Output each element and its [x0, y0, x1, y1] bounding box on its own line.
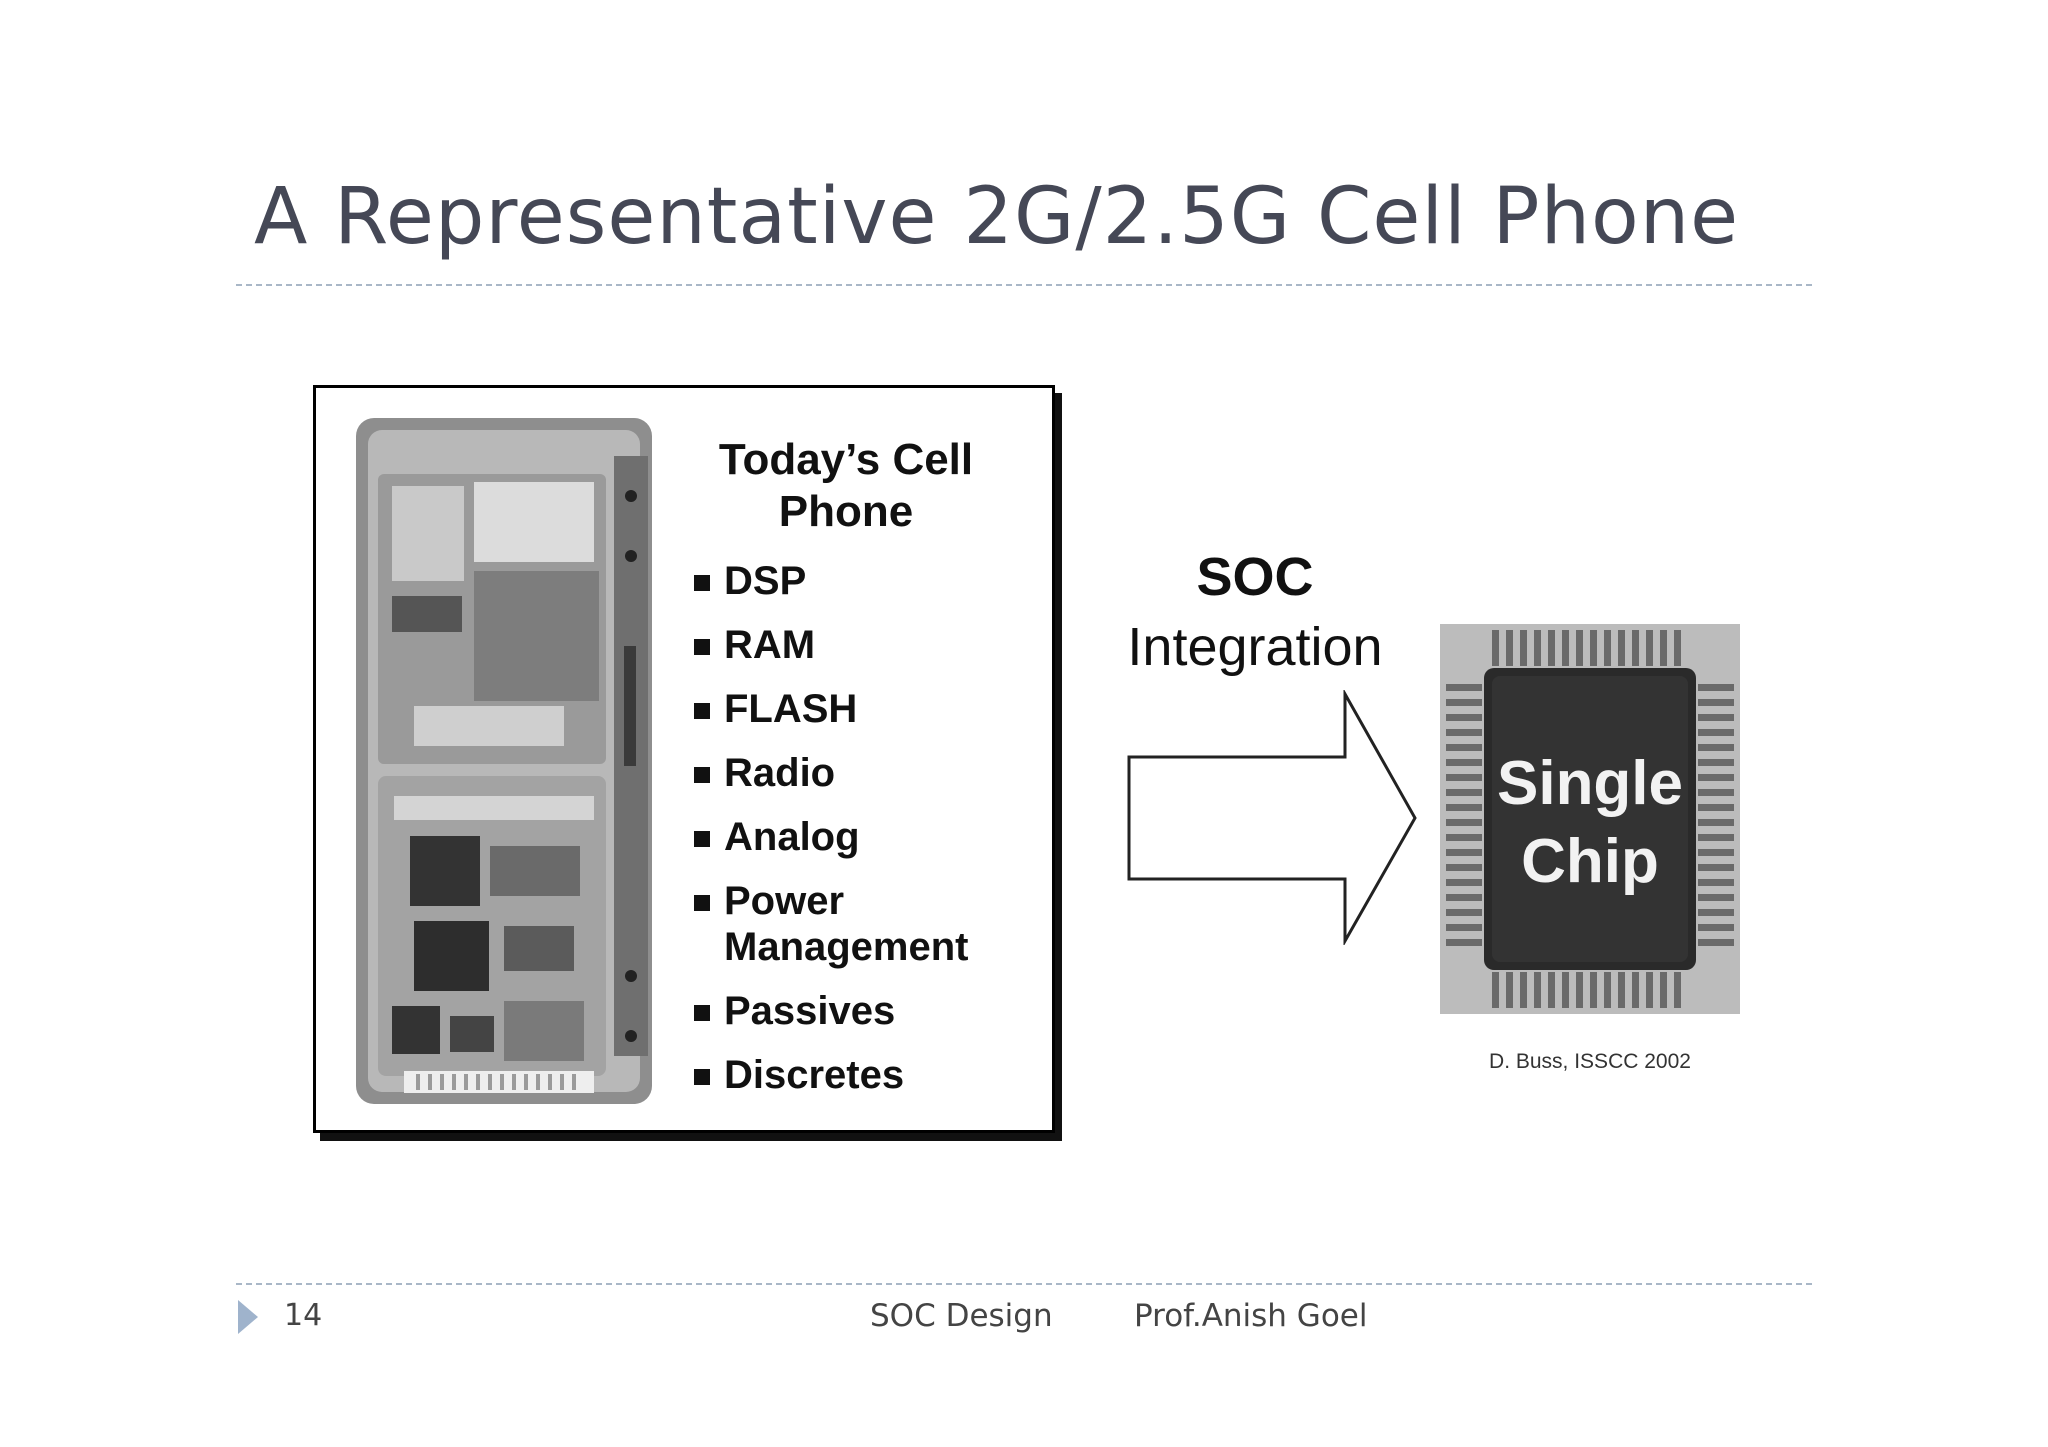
list-item: Radio — [694, 750, 969, 814]
page-number: 14 — [284, 1298, 323, 1333]
figure-heading: Today’s Cell Phone — [671, 434, 1021, 538]
footer-author: Prof.Anish Goel — [1134, 1298, 1368, 1334]
chip-label-line2: Chip — [1521, 827, 1659, 896]
square-bullet-icon — [694, 895, 710, 911]
right-arrow-icon — [1127, 690, 1417, 945]
list-item: Passives — [694, 988, 969, 1052]
footer-course: SOC Design — [870, 1298, 1053, 1334]
figure-heading-line2: Phone — [778, 487, 914, 536]
soc-label-line1: SOC — [1196, 547, 1314, 607]
square-bullet-icon — [694, 575, 710, 591]
square-bullet-icon — [694, 831, 710, 847]
list-item: FLASH — [694, 686, 969, 750]
figure-heading-line1: Today’s Cell — [718, 435, 974, 484]
cell-phone-figure: Today’s Cell Phone DSP RAM FLASH Radio A… — [313, 385, 1055, 1133]
title-divider — [236, 284, 1812, 286]
list-item: Discretes — [694, 1052, 969, 1116]
soc-integration-label: SOC Integration — [1090, 542, 1420, 682]
square-bullet-icon — [694, 703, 710, 719]
square-bullet-icon — [694, 639, 710, 655]
square-bullet-icon — [694, 767, 710, 783]
slide-title: A Representative 2G/2.5G Cell Phone — [254, 172, 1740, 262]
circuit-board-photo — [356, 418, 652, 1104]
list-item: DSP — [694, 558, 969, 622]
square-bullet-icon — [694, 1069, 710, 1085]
list-item: RAM — [694, 622, 969, 686]
list-item: Analog — [694, 814, 969, 878]
chip-package-icon — [1440, 624, 1740, 1014]
single-chip-figure: Single Chip — [1440, 624, 1740, 1014]
soc-label-line2: Integration — [1127, 617, 1383, 677]
footer-divider — [236, 1283, 1812, 1285]
citation: D. Buss, ISSCC 2002 — [1489, 1050, 1691, 1073]
chip-label-line1: Single — [1496, 749, 1684, 818]
triangle-arrow-icon — [238, 1300, 258, 1334]
square-bullet-icon — [694, 1005, 710, 1021]
